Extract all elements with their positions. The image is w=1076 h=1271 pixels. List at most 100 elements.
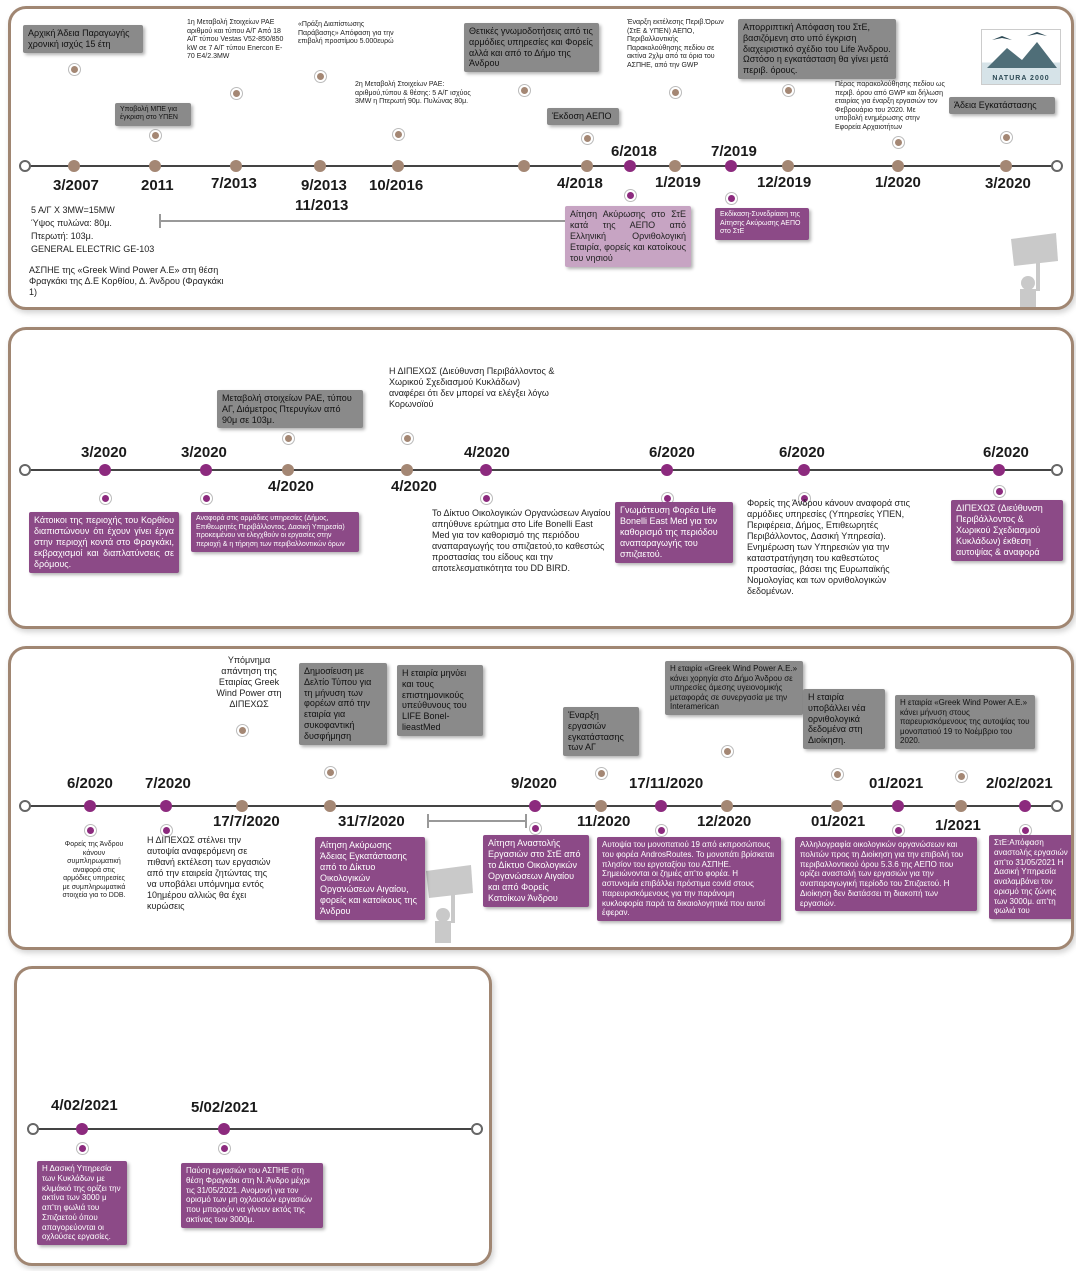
event-box: Παύση εργασιών του ΑΣΠΗΕ στη θέση Φραγκά… <box>181 1163 323 1228</box>
event-marker <box>625 190 636 201</box>
event-marker <box>893 825 904 836</box>
date-label: 12/2020 <box>697 813 752 830</box>
timeline-dot <box>624 160 636 172</box>
timeline-dot <box>1019 800 1031 812</box>
timeline-axis <box>29 165 1059 167</box>
timeline-dot <box>200 464 212 476</box>
timeline-panel-1: NATURA 2000 3/2007 2011 7/2013 9/2013 11… <box>8 6 1074 310</box>
event-marker <box>231 88 242 99</box>
event-marker <box>799 493 810 504</box>
event-note: Υπόμνημα απάντηση της Εταιρίας Greek Win… <box>216 655 282 709</box>
event-marker <box>325 767 336 778</box>
event-box: Άδεια Εγκατάστασης <box>949 97 1055 114</box>
timeline-panel-2: 3/2020 3/2020 4/2020 4/2020 4/2020 6/202… <box>8 327 1074 629</box>
timeline-dot <box>595 800 607 812</box>
event-note: Η ΔΙΠΕΧΩΣ στέλνει την αυτοψία αναφερόμεν… <box>147 835 271 911</box>
event-note: Φορείς της Άνδρου κάνουν συμπληρωματική … <box>62 841 126 900</box>
timeline-dot <box>68 160 80 172</box>
timeline-end <box>1051 160 1063 172</box>
timeline-dot <box>669 160 681 172</box>
timeline-dot <box>798 464 810 476</box>
date-label: 3/2007 <box>53 177 99 194</box>
date-label: 01/2021 <box>869 775 924 792</box>
event-marker <box>161 825 172 836</box>
timeline-dot <box>314 160 326 172</box>
event-box: Αίτηση Αναστολής Εργασιών στο ΣτΕ από το… <box>483 835 589 907</box>
date-label: 4/2020 <box>268 478 314 495</box>
specs-text: Πτερωτή: 103μ. <box>31 231 94 241</box>
date-label: 1/2020 <box>875 174 921 191</box>
date-label: 3/2020 <box>81 444 127 461</box>
protest-sign-icon <box>426 865 473 943</box>
event-marker <box>100 493 111 504</box>
timeline-dot <box>518 160 530 172</box>
event-marker <box>722 746 733 757</box>
event-marker <box>77 1143 88 1154</box>
duration-bar <box>427 814 527 828</box>
event-box: Θετικές γνωμοδοτήσεις από τις αρμόδιες υ… <box>464 23 599 73</box>
date-label: 10/2016 <box>369 177 424 194</box>
timeline-dot <box>782 160 794 172</box>
date-label: 7/2019 <box>711 143 757 160</box>
timeline-dot <box>725 160 737 172</box>
event-marker <box>201 493 212 504</box>
event-marker <box>481 493 492 504</box>
event-box: Αυτοψία του μονοπατιού 19 από εκπροσώπου… <box>597 837 781 921</box>
eagle-landscape-icon <box>987 32 1057 68</box>
event-marker <box>219 1143 230 1154</box>
event-marker <box>315 71 326 82</box>
specs-text: ΑΣΠΗΕ της «Greek Wind Power A.E» στη θέσ… <box>29 265 224 297</box>
timeline-dot <box>282 464 294 476</box>
event-marker <box>283 433 294 444</box>
date-label: 4/2018 <box>557 175 603 192</box>
date-label: 6/2020 <box>649 444 695 461</box>
event-box: Αλληλογραφία οικολογικών οργανώσεων και … <box>795 837 977 912</box>
timeline-dot <box>892 160 904 172</box>
date-label: 3/2020 <box>181 444 227 461</box>
event-marker <box>519 85 530 96</box>
timeline-start <box>19 160 31 172</box>
event-box: Απορριπτική Απόφαση του ΣτΕ, βασιζόμενη … <box>738 19 896 79</box>
event-box: Η εταιρία μηνύει και τους επιστημονικούς… <box>397 665 483 736</box>
event-note: Φορείς της Άνδρου κάνουν αναφορά στις αρ… <box>747 498 910 596</box>
date-label: 1/2021 <box>935 817 981 834</box>
event-box: Η Δασική Υπηρεσία των Κυκλάδων με κλιμάκ… <box>37 1161 127 1245</box>
timeline-axis <box>29 805 1059 807</box>
timeline-end <box>1051 464 1063 476</box>
timeline-dot <box>401 464 413 476</box>
date-label: 9/2013 <box>301 177 347 194</box>
event-box: Η εταιρία «Greek Wind Power A.E.» κάνει … <box>895 695 1035 749</box>
timeline-dot <box>831 800 843 812</box>
date-label: 1/2019 <box>655 174 701 191</box>
event-box: Αίτηση Ακύρωσης Άδειας Εγκατάστασης από … <box>315 837 425 920</box>
event-marker <box>956 771 967 782</box>
timeline-dot <box>655 800 667 812</box>
timeline-dot <box>218 1123 230 1135</box>
timeline-dot <box>324 800 336 812</box>
event-marker <box>783 85 794 96</box>
event-marker <box>670 87 681 98</box>
timeline-dot <box>230 160 242 172</box>
specs-text: GENERAL ELECTRIC GE-103 <box>31 244 155 254</box>
event-box: ΔΙΠΕΧΩΣ (Διεύθυνση Περιβάλλοντος & Χωρικ… <box>951 500 1063 561</box>
date-label: 9/2020 <box>511 775 557 792</box>
timeline-end <box>1051 800 1063 812</box>
date-label: 17/11/2020 <box>629 775 704 792</box>
event-marker <box>85 825 96 836</box>
date-label: 3/2020 <box>985 175 1031 192</box>
event-marker <box>726 193 737 204</box>
event-box: Μεταβολή στοιχείων ΡΑΕ, τύπου ΑΓ, Διάμετ… <box>217 390 363 429</box>
event-marker <box>530 823 541 834</box>
event-marker <box>402 433 413 444</box>
event-box: Κάτοικοι της περιοχής του Κορθίου διαπισ… <box>29 512 179 573</box>
timeline-dot <box>236 800 248 812</box>
date-label: 6/2018 <box>611 143 657 160</box>
event-note: 1η Μεταβολή Στοιχείων ΡΑΕ αριθμού και τύ… <box>187 19 284 61</box>
date-label: 4/2020 <box>391 478 437 495</box>
timeline-dot <box>661 464 673 476</box>
event-note: Πέρας παρακολούθησης πεδίου ως περιβ. όρ… <box>835 81 945 131</box>
date-label: 6/2020 <box>779 444 825 461</box>
duration-bar <box>159 214 567 228</box>
date-label: 4/2020 <box>464 444 510 461</box>
event-marker <box>150 130 161 141</box>
